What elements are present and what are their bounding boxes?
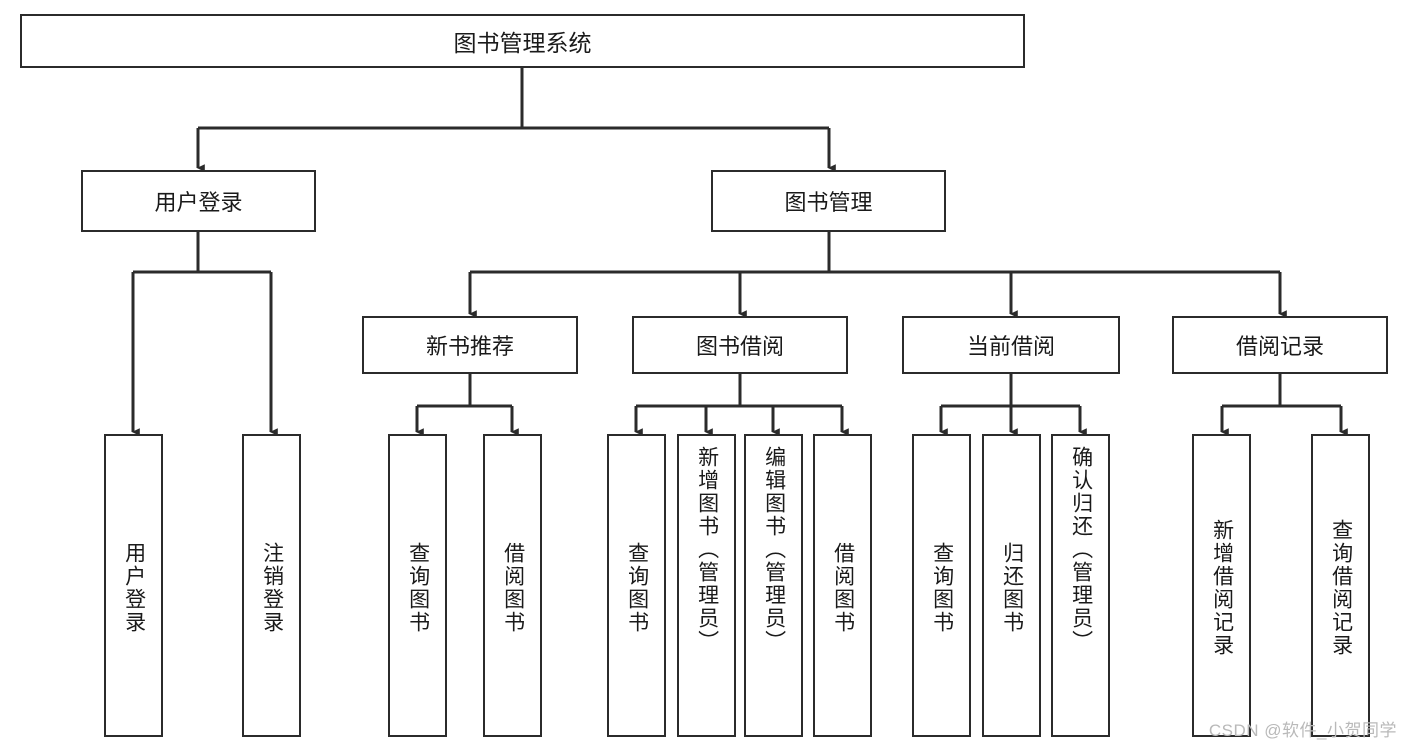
leaf-recommend-borrow-book[interactable]: 借阅图书 [483, 434, 542, 737]
leaf-text-wrap: 查询图书 [930, 440, 954, 735]
node-label: 查询图书 [930, 541, 954, 634]
leaf-recommend-query-book[interactable]: 查询图书 [388, 434, 447, 737]
leaf-current-query-book[interactable]: 查询图书 [912, 434, 971, 737]
leaf-text-wrap: 查询图书 [406, 440, 430, 735]
node-root-system[interactable]: 图书管理系统 [20, 14, 1025, 68]
node-label: 新书推荐 [425, 334, 514, 359]
node-book-management[interactable]: 图书管理 [711, 170, 946, 232]
leaf-borrow-query-book[interactable]: 查询图书 [607, 434, 666, 737]
leaf-text-wrap: 查询借阅记录 [1329, 440, 1353, 735]
leaf-text-wrap: 编辑图书（管理员） [762, 440, 786, 741]
node-label: 查询借阅记录 [1329, 518, 1353, 657]
node-label: 注销登录 [260, 541, 284, 634]
leaf-text-wrap: 查询图书 [625, 440, 649, 735]
node-label: 查询图书 [625, 541, 649, 634]
node-label: 用户登录 [122, 541, 146, 634]
leaf-borrow-edit-book-admin[interactable]: 编辑图书（管理员） [744, 434, 803, 737]
leaf-text-wrap: 借阅图书 [831, 440, 855, 735]
csdn-watermark: CSDN @软件_小贺同学 [1208, 721, 1397, 740]
leaf-text-wrap: 归还图书 [1000, 440, 1024, 735]
node-label: 归还图书 [1000, 541, 1024, 634]
leaf-text-wrap: 注销登录 [260, 440, 284, 735]
node-label: 当前借阅 [966, 334, 1055, 359]
leaf-borrow-borrow-book[interactable]: 借阅图书 [813, 434, 872, 737]
node-label: 借阅图书 [501, 541, 525, 634]
node-user-login[interactable]: 用户登录 [81, 170, 316, 232]
node-new-book-recommend[interactable]: 新书推荐 [362, 316, 578, 374]
leaf-current-confirm-return-admin[interactable]: 确认归还（管理员） [1051, 434, 1110, 737]
node-label: 用户登录 [154, 190, 243, 215]
leaf-record-add-record[interactable]: 新增借阅记录 [1192, 434, 1251, 737]
node-label: 借阅图书 [831, 541, 855, 634]
leaf-user-login-login[interactable]: 用户登录 [104, 434, 163, 737]
leaf-current-return-book[interactable]: 归还图书 [982, 434, 1041, 737]
node-borrow-record[interactable]: 借阅记录 [1172, 316, 1388, 374]
leaf-text-wrap: 新增借阅记录 [1210, 440, 1234, 735]
node-label: 确认归还（管理员） [1069, 446, 1093, 653]
node-label: 编辑图书（管理员） [762, 446, 786, 653]
node-book-borrow[interactable]: 图书借阅 [632, 316, 848, 374]
leaf-user-login-logout[interactable]: 注销登录 [242, 434, 301, 737]
node-label: 借阅记录 [1235, 334, 1324, 359]
leaf-text-wrap: 借阅图书 [501, 440, 525, 735]
node-label: 新增图书（管理员） [695, 446, 719, 653]
node-label: 图书管理 [784, 190, 873, 215]
leaf-text-wrap: 新增图书（管理员） [695, 440, 719, 741]
node-label: 图书管理系统 [453, 30, 592, 56]
node-label: 图书借阅 [695, 334, 784, 359]
node-current-borrow[interactable]: 当前借阅 [902, 316, 1120, 374]
node-label: 查询图书 [406, 541, 430, 634]
leaf-borrow-add-book-admin[interactable]: 新增图书（管理员） [677, 434, 736, 737]
leaf-record-query-record[interactable]: 查询借阅记录 [1311, 434, 1370, 737]
leaf-text-wrap: 用户登录 [122, 440, 146, 735]
node-label: 新增借阅记录 [1210, 518, 1234, 657]
leaf-text-wrap: 确认归还（管理员） [1069, 440, 1093, 741]
